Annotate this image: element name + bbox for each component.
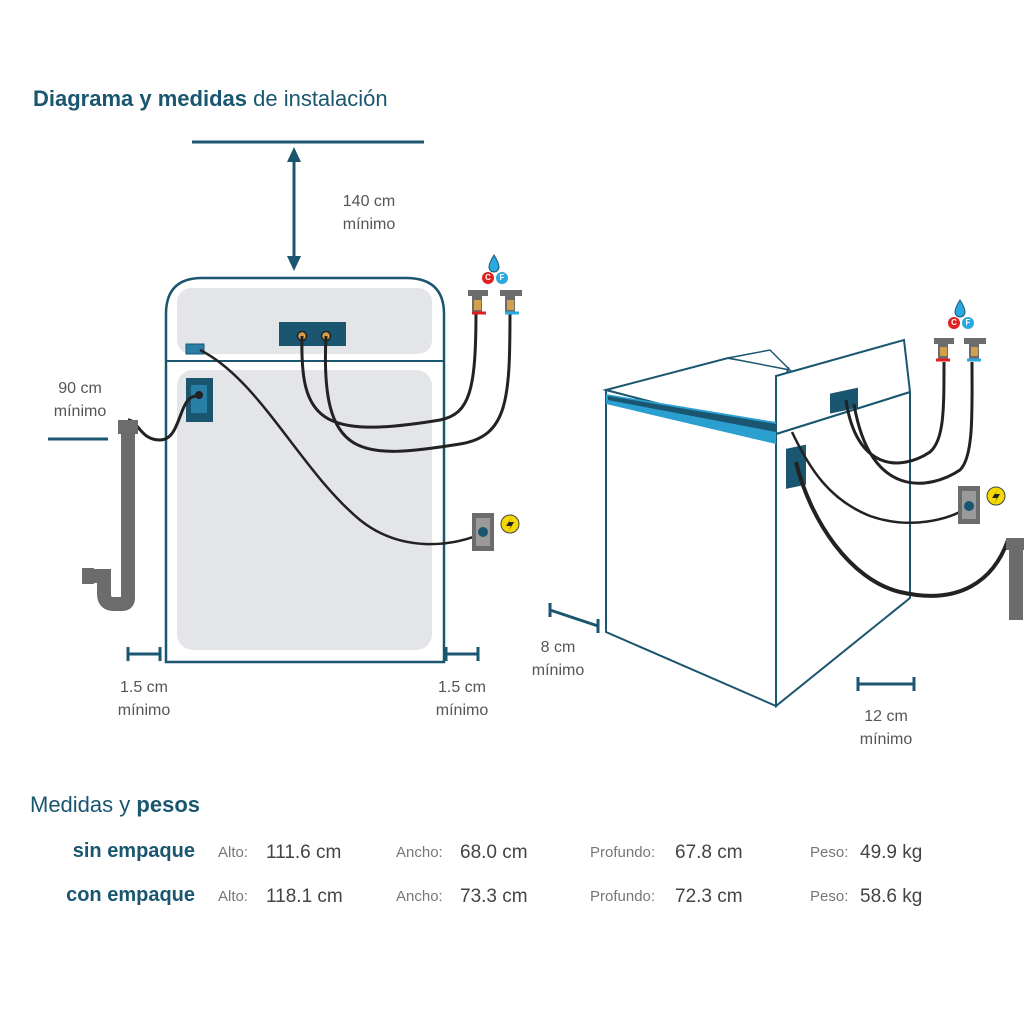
iso-hot-water-badge: C bbox=[948, 317, 960, 329]
specs-title: Medidas y pesos bbox=[30, 792, 200, 818]
front-power-outlet bbox=[472, 513, 520, 551]
left-side-note: mínimo bbox=[117, 702, 171, 719]
right-side-label: 1.5 cm mínimo bbox=[422, 676, 502, 722]
field-name: Ancho: bbox=[396, 888, 443, 905]
back-clearance-label: 8 cm mínimo bbox=[518, 636, 598, 682]
field-name: Peso: bbox=[810, 888, 849, 905]
iso-hot-hose bbox=[844, 361, 946, 465]
right-side-clearance bbox=[444, 647, 480, 661]
field-value: 73.3 cm bbox=[460, 886, 528, 907]
washer-front-view bbox=[164, 276, 446, 664]
field-name: Peso: bbox=[810, 844, 849, 861]
iso-side-clearance-note: mínimo bbox=[859, 731, 913, 748]
page-title: Diagrama y medidas de instalación bbox=[33, 86, 388, 112]
right-side-value: 1.5 cm bbox=[437, 679, 486, 696]
row-label-con-empaque: con empaque bbox=[66, 884, 195, 906]
drain-height-label: 90 cm mínimo bbox=[40, 377, 120, 423]
title-light: de instalación bbox=[253, 86, 388, 111]
left-side-value: 1.5 cm bbox=[119, 679, 168, 696]
field-value: 49.9 kg bbox=[860, 842, 923, 863]
iso-side-clearance bbox=[856, 677, 916, 691]
specs-title-bold: pesos bbox=[136, 792, 200, 817]
back-clearance bbox=[548, 603, 600, 633]
back-clearance-value: 8 cm bbox=[540, 639, 576, 656]
field-value: 111.6 cm bbox=[266, 842, 342, 863]
iso-power-cable bbox=[790, 431, 971, 524]
cold-water-badge: F bbox=[496, 272, 508, 284]
field-name: Profundo: bbox=[590, 888, 656, 905]
iso-cold-hose bbox=[852, 361, 974, 485]
field-name: Alto: bbox=[218, 888, 249, 905]
iso-cold-water-badge: F bbox=[962, 317, 974, 329]
left-side-label: 1.5 cm mínimo bbox=[104, 676, 184, 722]
field-name: Profundo: bbox=[590, 844, 656, 861]
drain-height-value: 90 cm bbox=[58, 380, 102, 397]
washer-iso-view bbox=[602, 338, 912, 709]
front-faucets bbox=[468, 254, 522, 315]
top-clearance-note: mínimo bbox=[342, 216, 396, 233]
drain-height-note: mínimo bbox=[53, 403, 107, 420]
iso-side-clearance-value: 12 cm bbox=[864, 708, 908, 725]
hot-water-badge: C bbox=[482, 272, 494, 284]
back-clearance-note: mínimo bbox=[531, 662, 585, 679]
field-value: 72.3 cm bbox=[675, 886, 743, 907]
field-name: Alto: bbox=[218, 844, 249, 861]
field-value: 68.0 cm bbox=[460, 842, 528, 863]
title-bold: Diagrama y medidas bbox=[33, 86, 247, 111]
drain-standpipe bbox=[82, 420, 138, 611]
field-value: 67.8 cm bbox=[675, 842, 743, 863]
top-clearance-arrow bbox=[287, 147, 301, 271]
top-clearance-label: 140 cm mínimo bbox=[326, 190, 412, 236]
iso-drain-hose bbox=[794, 461, 1010, 598]
front-power-cable bbox=[199, 348, 487, 546]
iso-power-outlet bbox=[958, 486, 1006, 524]
field-value: 118.1 cm bbox=[266, 886, 343, 907]
top-clearance-value: 140 cm bbox=[342, 193, 396, 210]
iso-side-clearance-label: 12 cm mínimo bbox=[846, 705, 926, 751]
left-side-clearance bbox=[126, 647, 162, 661]
right-side-note: mínimo bbox=[435, 702, 489, 719]
iso-faucets bbox=[934, 299, 986, 362]
field-name: Ancho: bbox=[396, 844, 443, 861]
field-value: 58.6 kg bbox=[860, 886, 923, 907]
specs-title-light: Medidas y bbox=[30, 792, 131, 817]
row-label-sin-empaque: sin empaque bbox=[72, 840, 195, 862]
front-cold-hose bbox=[323, 309, 512, 453]
front-hot-hose bbox=[300, 309, 478, 429]
